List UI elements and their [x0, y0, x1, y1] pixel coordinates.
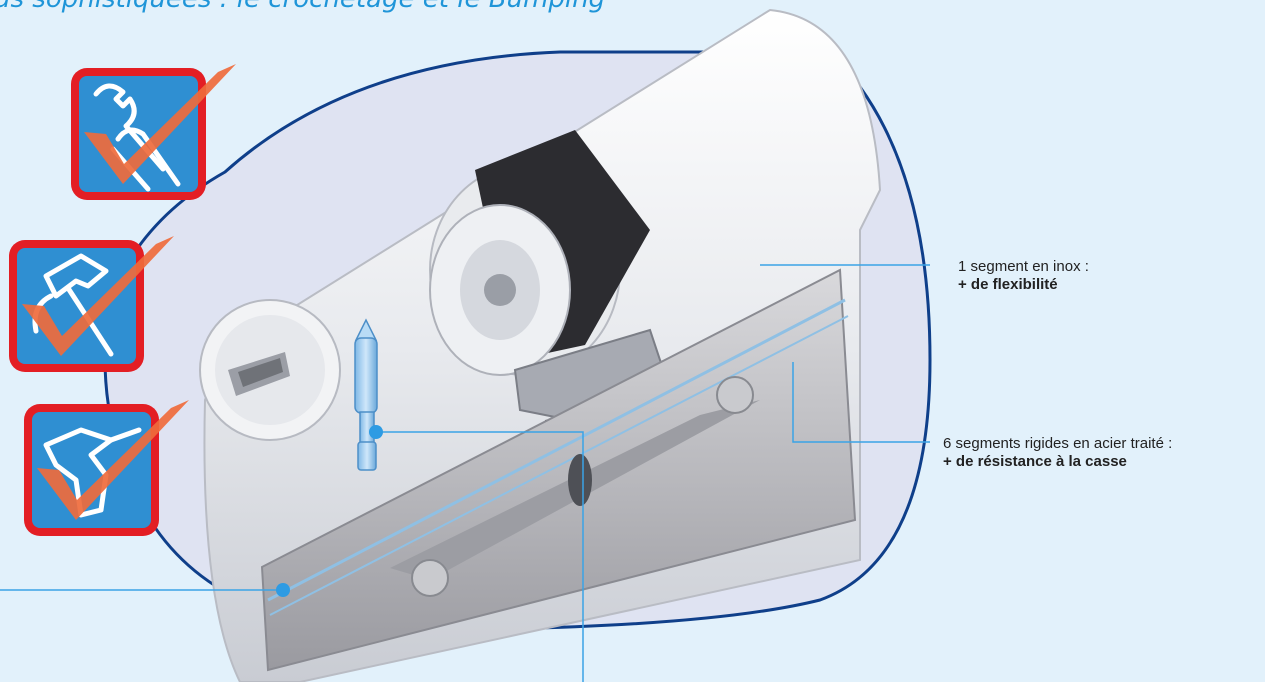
callout-acier: 6 segments rigides en acier traité : + d… — [943, 435, 1172, 471]
badge-wrench-pliers — [71, 64, 236, 200]
check-icon — [37, 400, 189, 520]
callout-acier-label: 6 segments rigides en acier traité : — [943, 435, 1173, 452]
callout-lines — [0, 264, 930, 682]
page-heading: us sophistiquées : le crochetage et le B… — [0, 0, 605, 14]
drill-icon — [43, 427, 142, 518]
check-icon — [22, 236, 174, 356]
callout-inox-label: 1 segment en inox : — [958, 258, 1089, 275]
callout-acier-benefit: + de résistance à la casse — [943, 453, 1127, 470]
callout-inox-benefit: + de flexibilité — [958, 276, 1058, 293]
badge-drill — [24, 400, 189, 536]
cam-housing — [429, 130, 672, 570]
callout-inox: 1 segment en inox : + de flexibilité — [958, 258, 1089, 294]
anti-bump-pin — [354, 318, 378, 471]
badge-hammer — [9, 236, 174, 372]
steel-segment-bar — [260, 268, 857, 672]
check-icon — [84, 64, 236, 184]
